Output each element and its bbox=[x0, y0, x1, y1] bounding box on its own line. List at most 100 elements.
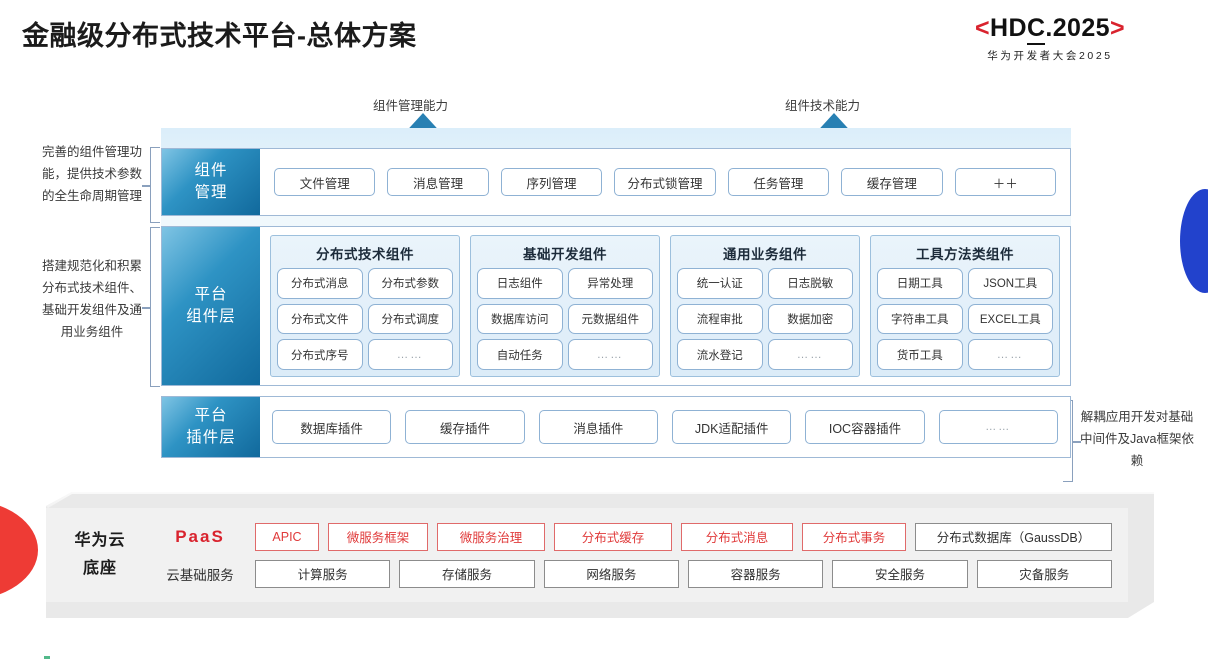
logo-text-a: HD bbox=[990, 14, 1027, 42]
layer-body-component-management: 文件管理 消息管理 序列管理 分布式锁管理 任务管理 缓存管理 ＋＋ bbox=[260, 149, 1070, 215]
note-left-component-management: 完善的组件管理功能，提供技术参数的全生命周期管理 bbox=[41, 145, 142, 203]
huawei-cloud-base-slab: 华为云 底座 PaaS APIC 微服务框架 微服务治理 分布式缓存 分布式消息… bbox=[46, 492, 1154, 618]
group-grid: 日期工具 JSON工具 字符串工具 EXCEL工具 货币工具 …… bbox=[877, 268, 1053, 370]
note-right-plugin-layer: 解耦应用开发对基础中间件及Java框架依赖 bbox=[1080, 410, 1194, 468]
group-item-more[interactable]: …… bbox=[767, 339, 853, 370]
infra-item[interactable]: 存储服务 bbox=[399, 559, 535, 588]
logo-close-bracket: > bbox=[1109, 14, 1125, 42]
component-group-basic-development: 基础开发组件 日志组件 异常处理 数据库访问 元数据组件 自动任务 …… bbox=[470, 235, 660, 377]
group-grid: 日志组件 异常处理 数据库访问 元数据组件 自动任务 …… bbox=[477, 268, 653, 370]
layer-row-platform-plugin: 平台 插件层 数据库插件 缓存插件 消息插件 JDK适配插件 IOC容器插件 …… bbox=[161, 396, 1071, 458]
group-grid: 统一认证 日志脱敏 流程审批 数据加密 流水登记 …… bbox=[677, 268, 853, 370]
layer-tag-line2: 管理 bbox=[194, 184, 228, 201]
group-grid: 分布式消息 分布式参数 分布式文件 分布式调度 分布式序号 …… bbox=[277, 268, 453, 370]
group-item[interactable]: 分布式消息 bbox=[277, 268, 363, 299]
group-item[interactable]: 元数据组件 bbox=[567, 303, 653, 335]
group-item[interactable]: 数据库访问 bbox=[477, 303, 563, 335]
group-item[interactable]: 分布式序号 bbox=[277, 339, 363, 370]
infra-label: 云基础服务 bbox=[166, 567, 234, 583]
logo-text-c: .2025 bbox=[1045, 14, 1110, 42]
group-item[interactable]: EXCEL工具 bbox=[967, 303, 1053, 335]
group-item[interactable]: 流水登记 bbox=[677, 339, 763, 370]
group-item[interactable]: 统一认证 bbox=[677, 268, 763, 299]
infra-item[interactable]: 容器服务 bbox=[687, 559, 824, 588]
paas-item[interactable]: 分布式消息 bbox=[681, 522, 793, 551]
component-mgmt-item[interactable]: 文件管理 bbox=[274, 168, 376, 196]
paas-item[interactable]: 分布式事务 bbox=[802, 522, 906, 551]
component-mgmt-item[interactable]: 缓存管理 bbox=[841, 168, 943, 196]
cloud-row-infrastructure: 云基础服务 计算服务 存储服务 网络服务 容器服务 安全服务 灾备服务 bbox=[154, 559, 1112, 588]
component-mgmt-item-more[interactable]: ＋＋ bbox=[954, 168, 1056, 196]
group-item[interactable]: 自动任务 bbox=[477, 339, 563, 370]
group-item[interactable]: 日志组件 bbox=[477, 268, 563, 299]
group-item[interactable]: 分布式参数 bbox=[367, 268, 453, 299]
plugin-item-more[interactable]: …… bbox=[938, 410, 1058, 444]
layer-tag-line2: 插件层 bbox=[186, 429, 236, 446]
infra-item[interactable]: 计算服务 bbox=[255, 559, 391, 588]
layer-row-platform-component: 平台 组件层 分布式技术组件 分布式消息 分布式参数 分布式文件 分布式调度 分… bbox=[161, 226, 1071, 386]
group-item[interactable]: 货币工具 bbox=[877, 339, 963, 370]
layer-body-platform-component: 分布式技术组件 分布式消息 分布式参数 分布式文件 分布式调度 分布式序号 ……… bbox=[260, 227, 1070, 385]
group-item[interactable]: 分布式调度 bbox=[367, 303, 453, 335]
cloud-base-title: 华为云 底座 bbox=[46, 527, 154, 583]
paas-item-apic[interactable]: APIC bbox=[255, 522, 319, 551]
cloud-base-title-line1: 华为云 bbox=[74, 532, 126, 549]
infra-item[interactable]: 灾备服务 bbox=[976, 559, 1112, 588]
component-group-general-business: 通用业务组件 统一认证 日志脱敏 流程审批 数据加密 流水登记 …… bbox=[670, 235, 860, 377]
component-mgmt-item[interactable]: 序列管理 bbox=[500, 168, 603, 196]
group-title: 工具方法类组件 bbox=[916, 247, 1014, 262]
plugin-item[interactable]: 数据库插件 bbox=[272, 410, 392, 444]
bracket-platform-component bbox=[142, 227, 160, 387]
paas-item-gaussdb[interactable]: 分布式数据库（GaussDB） bbox=[915, 522, 1112, 551]
layer-row-component-management: 组件 管理 文件管理 消息管理 序列管理 分布式锁管理 任务管理 缓存管理 ＋＋ bbox=[161, 148, 1071, 216]
group-item[interactable]: 异常处理 bbox=[567, 268, 653, 299]
layer-tag-line1: 平台 bbox=[194, 407, 228, 424]
plugin-item[interactable]: 缓存插件 bbox=[405, 410, 525, 444]
group-item[interactable]: 流程审批 bbox=[677, 303, 763, 335]
group-item[interactable]: 数据加密 bbox=[767, 303, 853, 335]
architecture-stack-panel: 组件 管理 文件管理 消息管理 序列管理 分布式锁管理 任务管理 缓存管理 ＋＋… bbox=[161, 128, 1071, 476]
component-group-distributed-tech: 分布式技术组件 分布式消息 分布式参数 分布式文件 分布式调度 分布式序号 …… bbox=[270, 235, 460, 377]
green-tick-decoration bbox=[44, 656, 50, 659]
layer-tag-line1: 平台 bbox=[194, 286, 228, 303]
layer-tag-component-management: 组件 管理 bbox=[162, 149, 260, 215]
hdc-logo-subtitle: 华为开发者大会2025 bbox=[987, 50, 1113, 62]
cloud-base-title-line2: 底座 bbox=[82, 560, 117, 577]
infra-item[interactable]: 安全服务 bbox=[832, 559, 968, 588]
layer-tag-line2: 组件层 bbox=[186, 308, 236, 325]
paas-item[interactable]: 微服务治理 bbox=[437, 522, 545, 551]
logo-open-bracket: < bbox=[975, 14, 991, 42]
group-item[interactable]: JSON工具 bbox=[967, 268, 1053, 299]
group-item[interactable]: 日期工具 bbox=[877, 268, 963, 299]
plugin-item[interactable]: IOC容器插件 bbox=[805, 410, 925, 444]
bracket-component-management bbox=[142, 147, 160, 223]
paas-item[interactable]: 分布式缓存 bbox=[554, 522, 672, 551]
hdc-logo: <HDC.2025> 华为开发者大会2025 bbox=[900, 14, 1200, 63]
cloud-service-rows: PaaS APIC 微服务框架 微服务治理 分布式缓存 分布式消息 分布式事务 … bbox=[154, 522, 1128, 588]
group-item[interactable]: 字符串工具 bbox=[877, 303, 963, 335]
page-title: 金融级分布式技术平台-总体方案 bbox=[22, 21, 417, 51]
paas-label: PaaS bbox=[175, 526, 225, 546]
plugin-item[interactable]: JDK适配插件 bbox=[671, 410, 792, 444]
arrow-label-component-technology: 组件技术能力 bbox=[785, 99, 861, 113]
component-group-tool-methods: 工具方法类组件 日期工具 JSON工具 字符串工具 EXCEL工具 货币工具 …… bbox=[870, 235, 1060, 377]
hdc-logo-main: <HDC.2025> bbox=[900, 14, 1200, 45]
cloud-row-paas: PaaS APIC 微服务框架 微服务治理 分布式缓存 分布式消息 分布式事务 … bbox=[154, 522, 1112, 551]
group-item[interactable]: 分布式文件 bbox=[277, 303, 363, 335]
component-mgmt-item[interactable]: 任务管理 bbox=[727, 168, 830, 196]
group-title: 基础开发组件 bbox=[523, 247, 607, 262]
layer-body-platform-plugin: 数据库插件 缓存插件 消息插件 JDK适配插件 IOC容器插件 …… bbox=[260, 397, 1070, 457]
component-mgmt-item[interactable]: 分布式锁管理 bbox=[614, 168, 716, 196]
plugin-item[interactable]: 消息插件 bbox=[538, 410, 658, 444]
logo-text-b: C bbox=[1026, 14, 1046, 45]
group-item[interactable]: 日志脱敏 bbox=[767, 268, 853, 299]
component-mgmt-item[interactable]: 消息管理 bbox=[387, 168, 489, 196]
group-item-more[interactable]: …… bbox=[367, 339, 453, 370]
slab-inner-content: 华为云 底座 PaaS APIC 微服务框架 微服务治理 分布式缓存 分布式消息… bbox=[46, 508, 1128, 602]
arrow-label-component-management: 组件管理能力 bbox=[373, 99, 449, 113]
group-item-more[interactable]: …… bbox=[967, 339, 1053, 370]
infra-item[interactable]: 网络服务 bbox=[543, 559, 679, 588]
group-item-more[interactable]: …… bbox=[567, 339, 653, 370]
group-title: 通用业务组件 bbox=[723, 247, 807, 262]
paas-item[interactable]: 微服务框架 bbox=[328, 522, 428, 551]
